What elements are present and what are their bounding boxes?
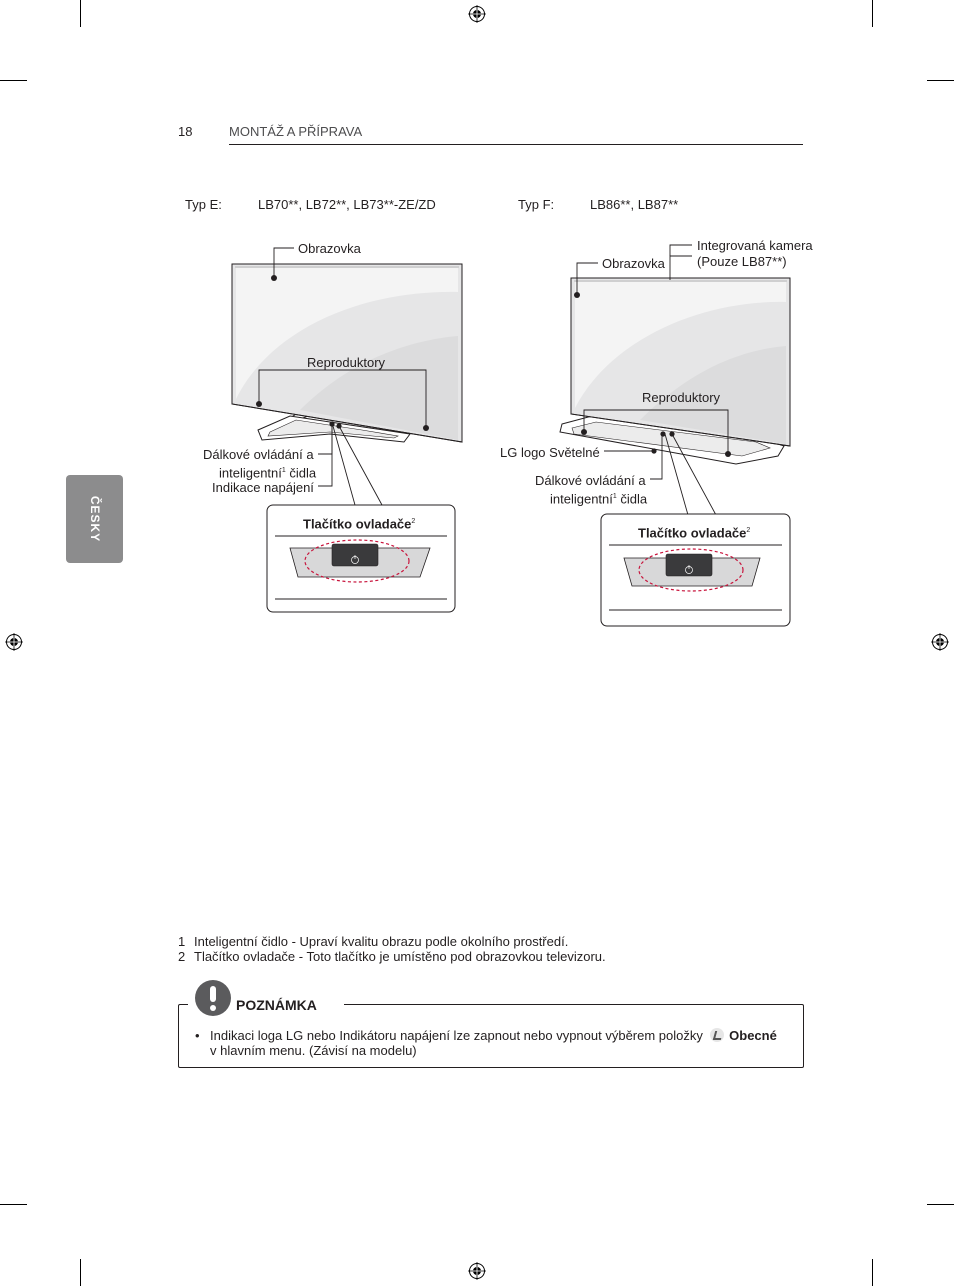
type-f-speaker-dot (581, 429, 587, 435)
crop-mark (80, 1259, 81, 1286)
type-f-logo-dot (651, 448, 657, 454)
type-e-tv-diagram (231, 244, 791, 627)
note-box (178, 1004, 804, 1068)
type-e-remote-label-text-b: čidla (285, 465, 317, 481)
type-f-sensor-dot (660, 431, 666, 437)
footnote-2-num: 2 (178, 949, 186, 964)
type-f-screen-label: Obrazovka (602, 256, 665, 271)
type-f-camera-label-line2: (Pouze LB87**) (697, 254, 787, 269)
section-title: MONTÁŽ A PŘÍPRAVA (229, 124, 363, 139)
type-e-joystick-dot (336, 423, 342, 429)
type-e-joystick-title: Tlačítko ovladače2 (303, 514, 415, 531)
type-f-joystick-sup: 2 (746, 527, 751, 534)
footnote-1-text: Inteligentní čidlo - Upraví kvalitu obra… (194, 934, 569, 949)
type-f-label: Typ F: (518, 197, 555, 212)
registration-mark-icon (931, 633, 949, 651)
note-line-1-text: Indikaci loga LG nebo Indikátoru napájen… (210, 1028, 703, 1043)
crop-mark (80, 0, 81, 27)
exclamation-icon (195, 980, 231, 1016)
type-e-models: LB70**, LB72**, LB73**-ZE/ZD (258, 197, 436, 212)
type-f-screen-dot (574, 292, 580, 298)
type-e-joystick-highlight (304, 539, 410, 583)
type-e-joystick-title-text: Tlačítko ovladače (303, 516, 412, 532)
type-f-camera-label-line1: Integrovaná kamera (697, 238, 813, 253)
note-title: POZNÁMKA (236, 997, 317, 1013)
type-e-label: Typ E: (185, 197, 222, 212)
type-e-remote-label-line2: inteligentní1 čidla (219, 463, 316, 480)
type-f-joystick-title: Tlačítko ovladače2 (638, 523, 750, 540)
type-e-screen-label: Obrazovka (298, 241, 361, 256)
type-f-speaker-dot (725, 451, 731, 457)
language-tab: ČESKY (66, 475, 123, 563)
footnote-2-text: Tlačítko ovladače - Toto tlačítko je umí… (194, 949, 606, 964)
type-e-speaker-dot (423, 425, 429, 431)
crop-mark (872, 1259, 873, 1286)
registration-mark-icon (5, 633, 23, 651)
type-e-remote-sup: 1 (281, 467, 286, 474)
type-f-joystick-title-text: Tlačítko ovladače (638, 525, 747, 541)
note-line-1: Indikaci loga LG nebo Indikátoru napájen… (210, 1028, 777, 1043)
power-icon (685, 565, 693, 574)
footnote-1-num: 1 (178, 934, 186, 949)
registration-mark-icon (468, 1262, 486, 1280)
page-number: 18 (178, 124, 193, 139)
note-bullet: • (195, 1028, 200, 1043)
type-f-logo-light-label: LG logo Světelné (500, 445, 600, 460)
crop-mark (872, 0, 873, 27)
type-e-power-label: Indikace napájení (212, 480, 314, 495)
crop-mark (927, 1204, 954, 1205)
type-e-speaker-dot (256, 401, 262, 407)
settings-menu-icon (709, 1028, 724, 1042)
type-f-remote-label-text: inteligentní (550, 491, 613, 507)
type-e-joystick-sup: 2 (411, 518, 416, 525)
type-e-joystick-box (266, 504, 456, 613)
type-e-screen (231, 263, 463, 443)
crop-mark (0, 1204, 27, 1205)
type-f-joystick-highlight (638, 548, 744, 592)
type-e-sensor-dot (329, 421, 335, 427)
type-f-remote-label-line2: inteligentní1 čidla (550, 489, 647, 506)
type-f-remote-label-line1: Dálkové ovládání a (535, 473, 646, 488)
type-e-speakers-label: Reproduktory (307, 355, 386, 370)
crop-mark (927, 80, 954, 81)
crop-mark (0, 80, 27, 81)
footnote-2: 2 Tlačítko ovladače - Toto tlačítko je um… (178, 949, 606, 964)
note-line-2: v hlavním menu. (Závisí na modelu) (210, 1043, 417, 1058)
type-f-remote-sup: 1 (612, 493, 617, 500)
type-e-remote-label-text: inteligentní (219, 465, 282, 481)
type-f-speakers-label: Reproduktory (642, 390, 721, 405)
note-line-1-bold: Obecné (729, 1028, 777, 1043)
type-f-remote-label-text-b: čidla (616, 491, 648, 507)
type-f-joystick-dot (669, 431, 675, 437)
registration-mark-icon (468, 5, 486, 23)
type-e-remote-label-line1: Dálkové ovládání a (203, 447, 314, 462)
header-rule (229, 144, 803, 145)
type-e-screen-dot (271, 275, 277, 281)
footnote-1: 1 Inteligentní čidlo - Upraví kvalitu obr… (178, 934, 568, 949)
type-f-screen (570, 277, 791, 447)
type-f-joystick-box (600, 513, 791, 627)
type-f-models: LB86**, LB87** (590, 197, 679, 212)
power-icon (351, 555, 359, 564)
